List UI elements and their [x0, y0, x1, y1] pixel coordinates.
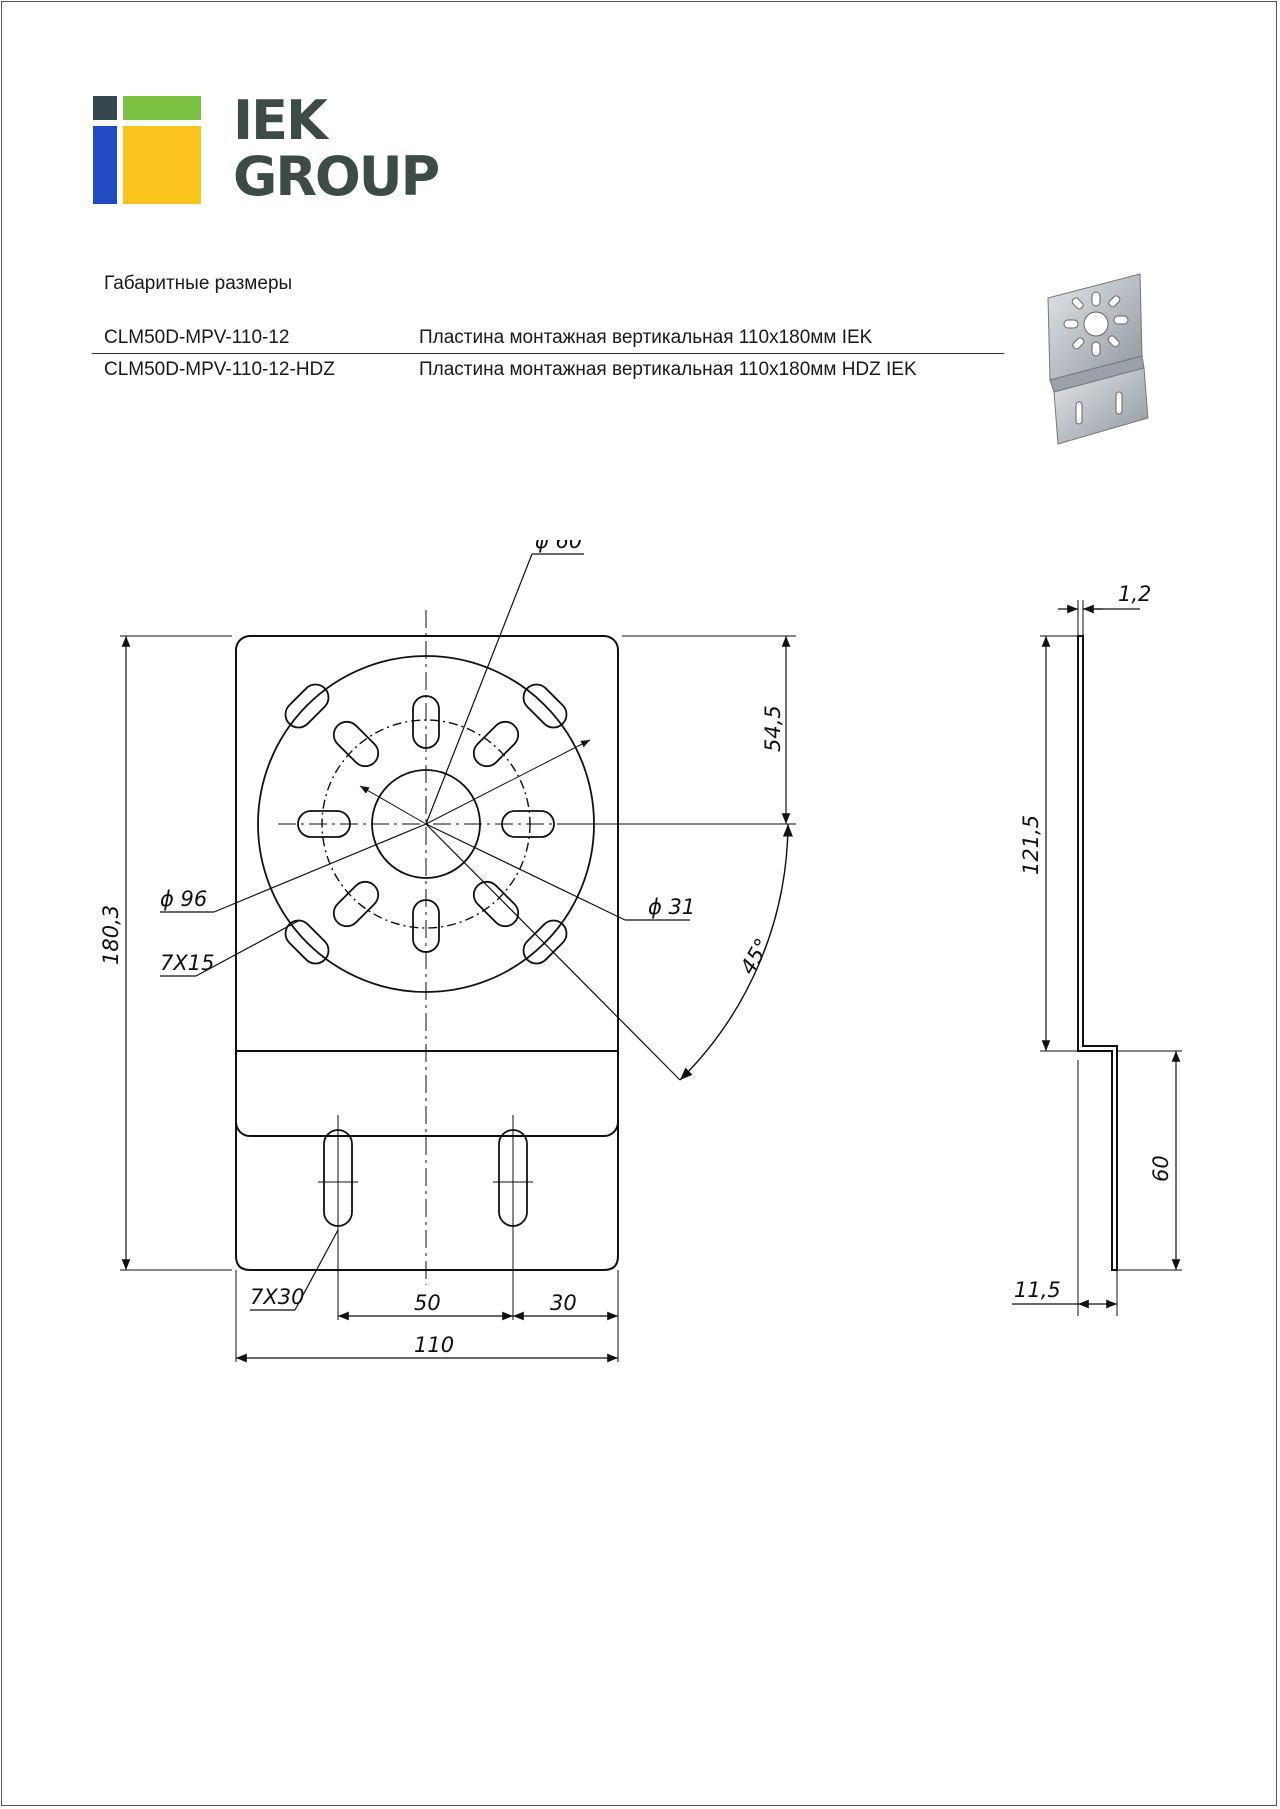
logo-square-yellow: [123, 126, 201, 204]
logo-text-line1: IEK: [233, 89, 328, 152]
slot: [501, 810, 555, 838]
product-row: CLM50D-MPV-110-12-HDZ Пластина монтажная…: [92, 354, 1004, 385]
leader-7x30: [294, 1229, 339, 1311]
side-profile: [1077, 635, 1118, 1271]
front-view: [120, 553, 796, 1363]
label-d96: ϕ 96: [160, 887, 207, 911]
label-121: 121,5: [1019, 815, 1043, 875]
mounting-plate-photo-icon: [1047, 273, 1149, 445]
label-50: 50: [414, 1291, 441, 1315]
label-60: 60: [1149, 1155, 1173, 1182]
label-d31: ϕ 31: [648, 895, 695, 919]
product-description: Пластина монтажная вертикальная 110х180м…: [419, 358, 917, 380]
table-divider: [92, 353, 1004, 354]
slot: [332, 880, 380, 928]
plate-upper-outline: [235, 635, 619, 1137]
slot: [284, 683, 330, 729]
inner-slots: [297, 695, 555, 953]
circle-d31: [371, 769, 481, 879]
product-row: CLM50D-MPV-110-12 Пластина монтажная вер…: [92, 322, 1004, 353]
slot: [522, 919, 568, 965]
slot: [412, 695, 440, 749]
side-view: [1012, 600, 1182, 1316]
logo-square-dark: [93, 96, 117, 120]
slot: [472, 720, 520, 768]
slot: [297, 810, 351, 838]
product-description: Пластина монтажная вертикальная 110х180м…: [419, 326, 873, 348]
label-7x30: 7Х30: [250, 1285, 304, 1309]
leader-7x15: [195, 919, 301, 977]
dimension-drawing: ϕ 60 ϕ 96 ϕ 31 7Х15 7Х30 50 30 110 180,3…: [99, 540, 1182, 1363]
label-7x15: 7Х15: [160, 951, 214, 975]
doc-heading: Габаритные размеры: [104, 273, 293, 294]
product-code: CLM50D-MPV-110-12: [104, 326, 290, 348]
circle-d60: [321, 719, 531, 929]
label-d60: ϕ 60: [535, 540, 582, 553]
angle-arc: [679, 823, 793, 1081]
label-180: 180,3: [99, 905, 123, 965]
outer-slots: [284, 683, 568, 965]
leader-d31: [425, 823, 626, 921]
label-angle: 45°: [736, 934, 775, 978]
slot-centers: [318, 1115, 533, 1240]
product-code: CLM50D-MPV-110-12-HDZ: [104, 358, 335, 380]
leader-45: [425, 823, 681, 1081]
leader-d60: [425, 553, 533, 825]
logo-square-green: [123, 96, 201, 120]
slot: [522, 683, 568, 729]
slot: [472, 880, 520, 928]
slot: [284, 919, 330, 965]
logo-square-blue: [93, 126, 117, 204]
iek-group-logo: IEK GROUP: [93, 89, 473, 208]
label-offset: 11,5: [1014, 1278, 1061, 1302]
product-table: CLM50D-MPV-110-12 Пластина монтажная вер…: [92, 322, 1004, 385]
logo-text-line2: GROUP: [233, 145, 440, 208]
slot: [412, 899, 440, 953]
plate-lower-outline: [235, 1050, 619, 1271]
label-thickness: 1,2: [1118, 582, 1151, 606]
label-54: 54,5: [761, 705, 785, 752]
label-30: 30: [550, 1291, 577, 1315]
label-110: 110: [414, 1333, 454, 1357]
slot: [332, 720, 380, 768]
leader-d96: [213, 823, 427, 913]
